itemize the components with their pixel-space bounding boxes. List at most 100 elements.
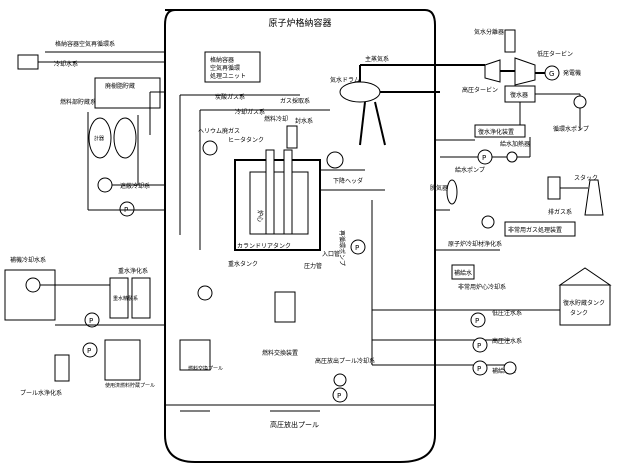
hw-purifier-1 [109, 277, 129, 319]
cool-water-tank [17, 54, 39, 70]
containment-vessel [164, 9, 436, 463]
svg-text:燃料冷却: 燃料冷却 [264, 115, 288, 123]
left-tank-1 [88, 117, 112, 159]
svg-text:高圧注水系: 高圧注水系 [492, 337, 522, 345]
svg-text:ヒータタンク: ヒータタンク [228, 136, 264, 144]
svg-text:燃料交換プール: 燃料交換プール [188, 365, 223, 372]
svg-text:主蒸気系: 主蒸気系 [365, 55, 389, 63]
pool-purif-tank [54, 354, 70, 382]
svg-text:ガス採取系: ガス採取系 [280, 97, 310, 105]
offgas-box [504, 221, 576, 237]
svg-text:廃樹脂貯蔵: 廃樹脂貯蔵 [105, 82, 135, 90]
svg-text:低圧タービン: 低圧タービン [537, 50, 573, 58]
svg-text:非常用ガス処理装置: 非常用ガス処理装置 [508, 226, 562, 234]
svg-text:原子炉冷却材浄化系: 原子炉冷却材浄化系 [448, 240, 502, 248]
svg-text:P: P [482, 154, 486, 162]
svg-text:空気再循環: 空気再循環 [210, 64, 240, 72]
pool-cool-pump [332, 387, 348, 403]
left-hx-coil [97, 177, 113, 193]
svg-text:格納容器空気再循環系: 格納容器空気再循環系 [55, 40, 115, 48]
svg-text:復水浄化装置: 復水浄化装置 [478, 128, 514, 136]
svg-text:気水ドラム: 気水ドラム [330, 76, 360, 84]
steam-separator [504, 29, 516, 53]
svg-text:発電機: 発電機 [563, 69, 581, 77]
svg-text:復水貯蔵タンク: 復水貯蔵タンク [563, 299, 605, 307]
lp-inj-pump [470, 312, 486, 328]
svg-text:入口管: 入口管 [322, 250, 340, 258]
svg-text:P: P [355, 244, 359, 252]
svg-text:P: P [87, 347, 91, 355]
drain-pump [84, 312, 100, 328]
emerg-pump [472, 360, 488, 376]
steam-drum [339, 81, 381, 103]
hw-purifier-2 [131, 277, 151, 319]
svg-text:補給水: 補給水 [454, 269, 472, 277]
fuel-exchange-machine [274, 291, 296, 323]
svg-text:処理ユニット: 処理ユニット [210, 72, 246, 80]
left-tank-2 [113, 117, 137, 159]
svg-text:循環水ポンプ: 循環水ポンプ [553, 125, 589, 133]
svg-text:炉心: 炉心 [256, 210, 264, 222]
svg-text:燃料部貯蔵系: 燃料部貯蔵系 [60, 98, 96, 106]
svg-text:再循環ポンプ: 再循環ポンプ [338, 230, 346, 266]
svg-text:下降ヘッダ: 下降ヘッダ [333, 177, 363, 185]
svg-text:遮蔽冷却系: 遮蔽冷却系 [120, 182, 150, 190]
svg-text:スタック: スタック [574, 174, 598, 182]
fuel-pool [179, 339, 211, 371]
svg-text:排ガス系: 排ガス系 [548, 208, 572, 216]
svg-text:脱気器: 脱気器 [430, 184, 448, 192]
svg-text:P: P [89, 317, 93, 325]
left-pump-1 [119, 201, 135, 217]
svg-text:使用済燃料貯蔵プール: 使用済燃料貯蔵プール [105, 382, 155, 389]
fuel-channel-1 [265, 149, 275, 235]
svg-text:給水ポンプ: 給水ポンプ [455, 166, 485, 174]
gas-waste-unit [204, 51, 261, 83]
lp-turbine [514, 57, 536, 86]
svg-text:冷却ガス系: 冷却ガス系 [235, 108, 265, 116]
svg-text:炭酸ガス系: 炭酸ガス系 [215, 93, 245, 101]
vessel-title: 原子炉格納容器 [268, 17, 331, 29]
svg-text:重水浄化系: 重水浄化系 [118, 267, 148, 275]
pool-pump [82, 342, 98, 358]
recirc-pump [350, 239, 366, 255]
lp-heater [481, 215, 495, 229]
svg-text:ヘリウム廃ガス: ヘリウム廃ガス [198, 127, 240, 135]
svg-text:復水器: 復水器 [510, 91, 528, 99]
svg-text:補給水系: 補給水系 [492, 367, 516, 375]
fuel-channel-2 [283, 149, 293, 235]
svg-text:補機冷却水系: 補機冷却水系 [10, 256, 46, 264]
hp-turbine [484, 59, 501, 83]
makeup-tank [451, 264, 475, 280]
svg-text:封水系: 封水系 [295, 117, 313, 125]
feed-heater [506, 151, 518, 163]
svg-text:気水分離器: 気水分離器 [474, 28, 504, 36]
pool-cool-hx [333, 373, 347, 387]
cst-building [559, 284, 611, 326]
svg-text:低圧注水系: 低圧注水系 [492, 309, 522, 317]
resin-storage-box [94, 77, 161, 109]
exhaust-stack [584, 179, 604, 216]
svg-text:P: P [337, 392, 341, 400]
svg-text:P: P [477, 342, 481, 350]
cond-purification [474, 124, 526, 138]
svg-text:カランドリアタンク: カランドリアタンク [237, 242, 291, 250]
refuel-column [286, 125, 298, 149]
svg-text:P: P [477, 365, 481, 373]
svg-text:高圧放出プール冷却系: 高圧放出プール冷却系 [315, 357, 375, 365]
svg-text:G: G [549, 70, 554, 78]
svg-text:重水精製系: 重水精製系 [113, 295, 138, 302]
hw-pump [197, 285, 213, 301]
emerg-hx [503, 361, 517, 375]
offgas-vessel [547, 176, 561, 200]
deaerator [446, 179, 458, 205]
svg-text:圧力管: 圧力管 [304, 262, 322, 270]
down-header [326, 151, 344, 169]
calandria-outer [234, 159, 321, 251]
svg-text:重水タンク: 重水タンク [228, 260, 258, 268]
svg-text:プール水浄化系: プール水浄化系 [20, 389, 62, 397]
spent-fuel-pool [104, 339, 141, 381]
svg-text:燃料交換装置: 燃料交換装置 [262, 349, 298, 357]
suppression-pool-label: 高圧放出プール [270, 420, 319, 429]
circ-water-pump [573, 95, 587, 109]
